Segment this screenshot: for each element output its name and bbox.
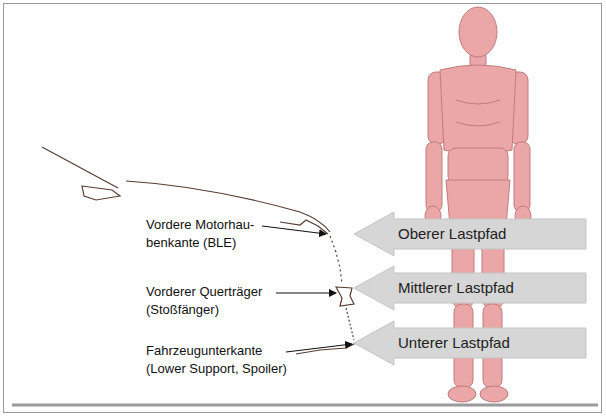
load-path-arrow: Oberer Lastpfad (354, 212, 586, 256)
fascia-line (346, 308, 354, 340)
arrow-label: Mittlerer Lastpfad (398, 279, 514, 297)
part-label: Fahrzeugunterkante (Lower Support, Spoil… (146, 342, 300, 378)
windshield-line (42, 147, 118, 188)
leader-lines (262, 226, 352, 352)
part-label: Vordere Motorhau- benkante (BLE) (146, 216, 268, 252)
arrow-label: Unterer Lastpfad (398, 334, 510, 352)
cowl-section (82, 186, 120, 200)
leader-arrow (286, 344, 352, 352)
ground-line (12, 404, 598, 407)
arrow-outline (354, 321, 586, 365)
arrow-label: Oberer Lastpfad (398, 225, 506, 243)
arrow-outline (354, 212, 586, 256)
arrow-outline (354, 266, 586, 310)
load-path-arrow: Mittlerer Lastpfad (354, 266, 586, 310)
hood-edge (280, 220, 328, 234)
part-label: Vorderer Querträger (Stoßfänger) (146, 283, 278, 319)
leader-arrow (276, 292, 336, 293)
leader-arrow (262, 226, 326, 234)
vehicle-profile (42, 147, 356, 354)
frame (4, 4, 602, 413)
bumper-section (336, 287, 354, 306)
grille-line (330, 236, 342, 284)
load-path-arrow: Unterer Lastpfad (354, 321, 586, 365)
